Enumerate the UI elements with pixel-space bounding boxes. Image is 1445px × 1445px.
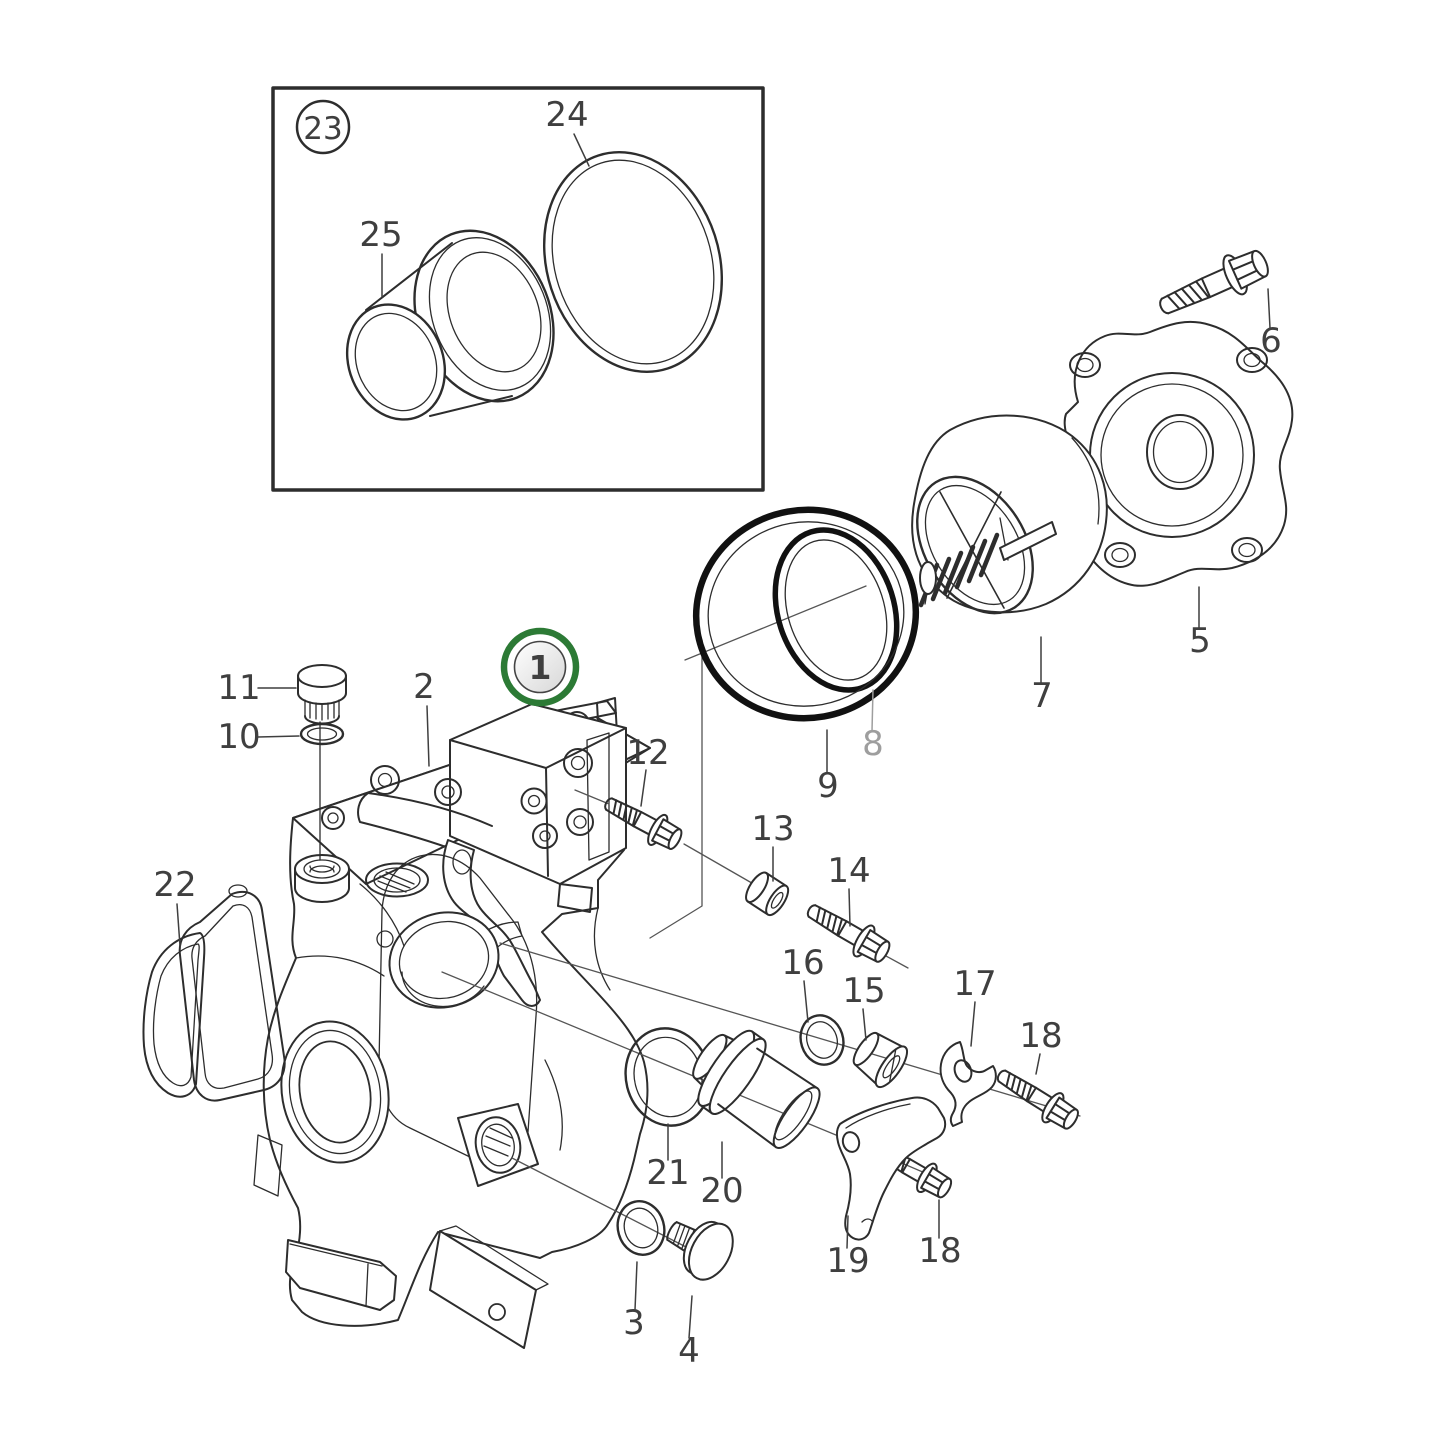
callout-24-leader [573,133,590,167]
callout-14-label: 14 [827,851,870,891]
callout-4-label: 4 [678,1331,700,1371]
part-plug-4 [666,1220,734,1281]
callout-15-leader [862,1008,867,1041]
callout-16-label: 16 [781,943,824,983]
part-housing-2 [253,697,651,1349]
part-sleeve-20 [692,1029,821,1149]
highlight-inner-circle [513,640,567,694]
callout-7-label: 7 [1031,676,1053,716]
callout-19-leader [846,1215,849,1249]
callout-2-leader [426,705,430,767]
part-thermostat-housing-7 [911,414,1108,615]
part-oring-10 [299,722,345,746]
callout-17-label: 17 [953,964,996,1004]
callout-22-leader [176,903,181,947]
callout-layer: 24 25 6 5 7 89 11 10 2 12 13 14 22 16 15 17 18 21 20 19 18 34 [153,95,1281,1371]
part-bracket-19 [835,1096,947,1241]
thermostat-spring [918,521,1057,608]
callout-3-label: 3 [623,1303,645,1343]
callout-13-label: 13 [751,809,794,849]
part-spacer-13 [745,871,790,917]
callout-9-label: 9 [817,766,839,806]
callout-8-label: 8 [862,724,884,764]
part-bracket-17 [939,1041,997,1127]
inset-number-circle [295,99,351,155]
callout-22-label: 22 [153,865,196,905]
callout-4-leader [688,1295,693,1339]
callout-17-leader [970,1001,976,1047]
callout-21-label: 21 [646,1153,689,1193]
callout-6-label: 6 [1260,321,1282,361]
inset-border [271,86,765,492]
callout-25-label: 25 [359,215,402,255]
callout-19-label: 19 [826,1241,869,1281]
part-oring-8 [772,527,900,693]
callout-6-leader [1267,288,1271,329]
callout-12-label: 12 [626,733,669,773]
inset-box: 23 [271,86,765,492]
part-thermostat-25 [345,229,555,421]
callout-16-leader [803,980,809,1023]
highlight-number: 1 [529,648,552,687]
callout-2-label: 2 [413,667,435,707]
callout-20-label: 20 [700,1171,743,1211]
part-bolt-6 [1151,240,1276,329]
part-bushing-15 [852,1031,909,1089]
callout-3-leader [634,1261,638,1311]
callout-24-label: 24 [545,95,588,135]
part-oring-3 [616,1200,666,1256]
highlight-callout-1: 1 [500,627,580,707]
callout-10-leader [257,735,300,738]
part-oring-24 [542,151,724,373]
callout-18b-label: 18 [918,1231,961,1271]
part-oring-9 [692,506,920,722]
callout-15-label: 15 [842,971,885,1011]
callout-12-leader [640,769,647,807]
callout-8-leader [871,689,874,732]
inset-number: 23 [303,111,342,147]
part-oring-16 [799,1014,845,1066]
callout-5-label: 5 [1189,621,1211,661]
callout-11-label: 11 [217,668,260,708]
callout-14-leader [848,888,851,927]
callout-18a-label: 18 [1019,1016,1062,1056]
callout-10-label: 10 [217,717,260,757]
callout-18a-leader [1035,1053,1041,1075]
part-gasket-22 [142,884,286,1102]
